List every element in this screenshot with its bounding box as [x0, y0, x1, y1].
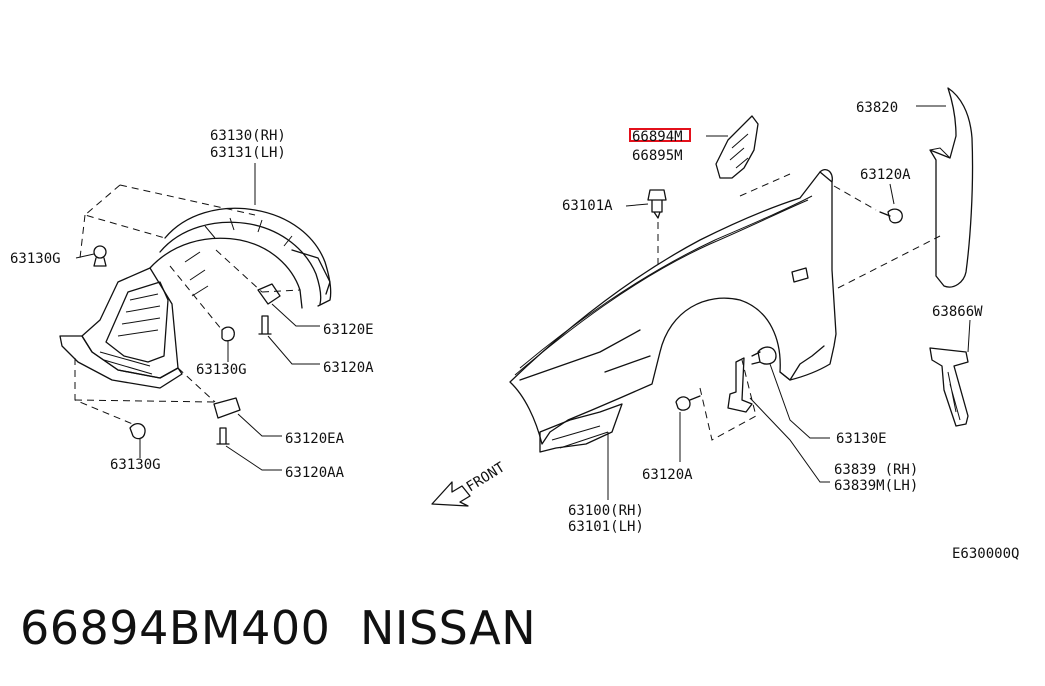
- highlight-box: [629, 128, 691, 142]
- callout-63130g-upper: 63130G: [10, 251, 61, 267]
- splash-guard-drawing: [916, 87, 974, 427]
- callout-63131lh: 63131(LH): [210, 145, 286, 161]
- fender-liner-drawing: [59, 163, 332, 471]
- callout-63130g-lower: 63130G: [110, 457, 161, 473]
- callout-63130e: 63130E: [836, 431, 887, 447]
- callout-63130g-middle: 63130G: [196, 362, 247, 378]
- front-fender-drawing: [509, 115, 941, 500]
- front-arrow: [431, 481, 471, 507]
- callout-63820: 63820: [856, 100, 898, 116]
- callout-63839rh: 63839 (RH): [834, 462, 918, 478]
- callout-66895m: 66895M: [632, 148, 683, 164]
- callout-63120ea: 63120EA: [285, 431, 345, 447]
- brand-name: NISSAN: [360, 601, 537, 655]
- diagram-code: E630000Q: [952, 546, 1019, 562]
- callout-63101lh: 63101(LH): [568, 519, 644, 535]
- callout-66894m: 66894M: [632, 129, 683, 145]
- callout-63101a: 63101A: [562, 198, 613, 214]
- callout-63120e: 63120E: [323, 322, 374, 338]
- front-label: FRONT: [464, 459, 509, 495]
- callout-63100rh: 63100(RH): [568, 503, 644, 519]
- callout-63120a-right: 63120A: [860, 167, 911, 183]
- callout-63839mlh: 63839M(LH): [834, 478, 918, 494]
- part-number: 66894BM400: [20, 601, 331, 655]
- callout-63130rh: 63130(RH): [210, 128, 286, 144]
- callout-63120aa: 63120AA: [285, 465, 345, 481]
- callout-63866w: 63866W: [932, 304, 983, 320]
- callout-63120a-bottom: 63120A: [642, 467, 693, 483]
- callout-63120a-left: 63120A: [323, 360, 374, 376]
